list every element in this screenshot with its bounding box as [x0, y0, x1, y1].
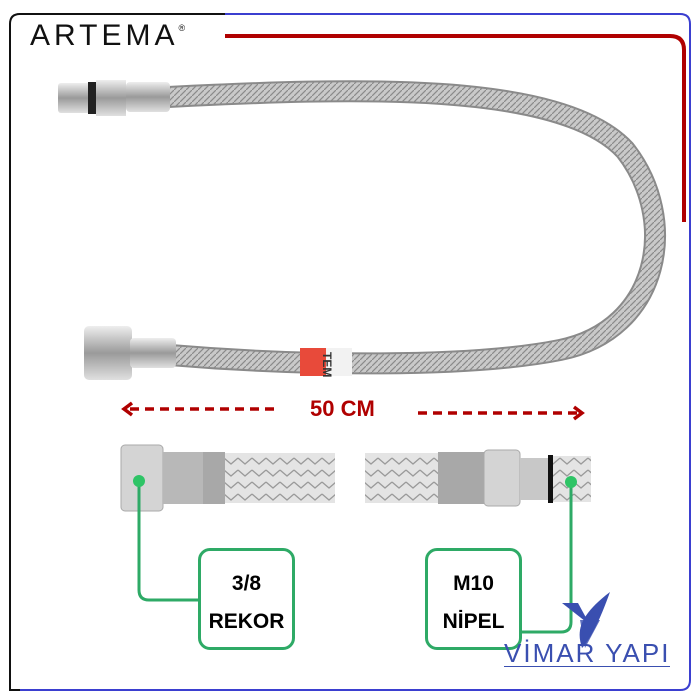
dimension-arrows [121, 401, 585, 421]
frame-border [9, 13, 691, 691]
callout-size: M10 [453, 572, 494, 595]
callout-size: 3/8 [231, 572, 262, 595]
callout-lines [137, 481, 573, 634]
callout-dot [133, 475, 145, 487]
callout-type: NİPEL [442, 610, 505, 633]
rekor-end-diagram [120, 444, 335, 512]
nipel-end-diagram [365, 449, 591, 507]
callout-dot [565, 476, 577, 488]
vimar-yapi-logo-text: VİMAR YAPI [504, 638, 671, 668]
hose-photo [58, 80, 666, 380]
artema-logo: ARTEMA® [30, 19, 186, 52]
hose-label: TEM [320, 352, 334, 378]
callout-type: REKOR [208, 610, 285, 633]
callout-rekor: 3/8 REKOR [198, 548, 295, 650]
length-label: 50 CM [310, 396, 375, 421]
callout-nipel: M10 NİPEL [425, 548, 522, 650]
vimar-logo-mark [562, 592, 610, 648]
red-band [300, 348, 326, 376]
